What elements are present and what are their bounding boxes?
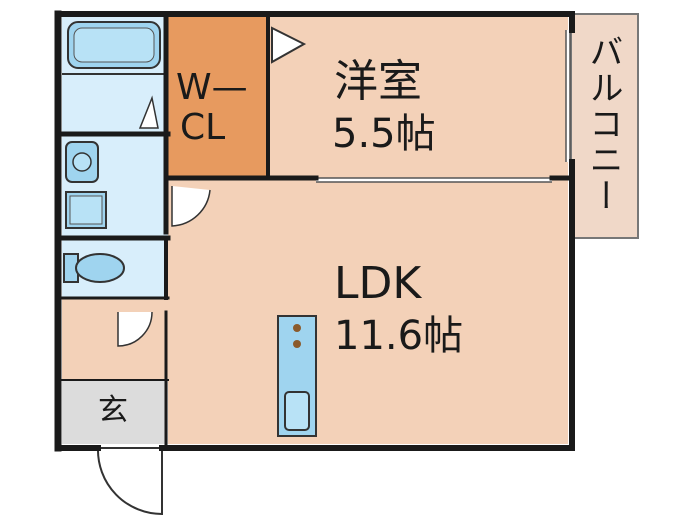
western-room-floor: [268, 16, 568, 178]
toilet-bowl: [75, 253, 125, 283]
kitchen-sink: [284, 391, 310, 431]
entrance-door-swing: [96, 447, 163, 516]
genkan-floor: [62, 380, 168, 444]
hall-door-swing: [117, 311, 153, 347]
closet-door-swing: [271, 26, 307, 64]
ldk-door-swing: [171, 186, 211, 227]
ldk-floor: [168, 178, 568, 444]
hall-floor: [62, 298, 168, 380]
walls: [54, 10, 575, 452]
stove-burner-1: [293, 324, 301, 332]
stove-burner-2: [293, 340, 301, 348]
bath-door-marker: [138, 95, 159, 129]
balcony-area: [570, 13, 639, 239]
closet-floor: [168, 16, 268, 178]
